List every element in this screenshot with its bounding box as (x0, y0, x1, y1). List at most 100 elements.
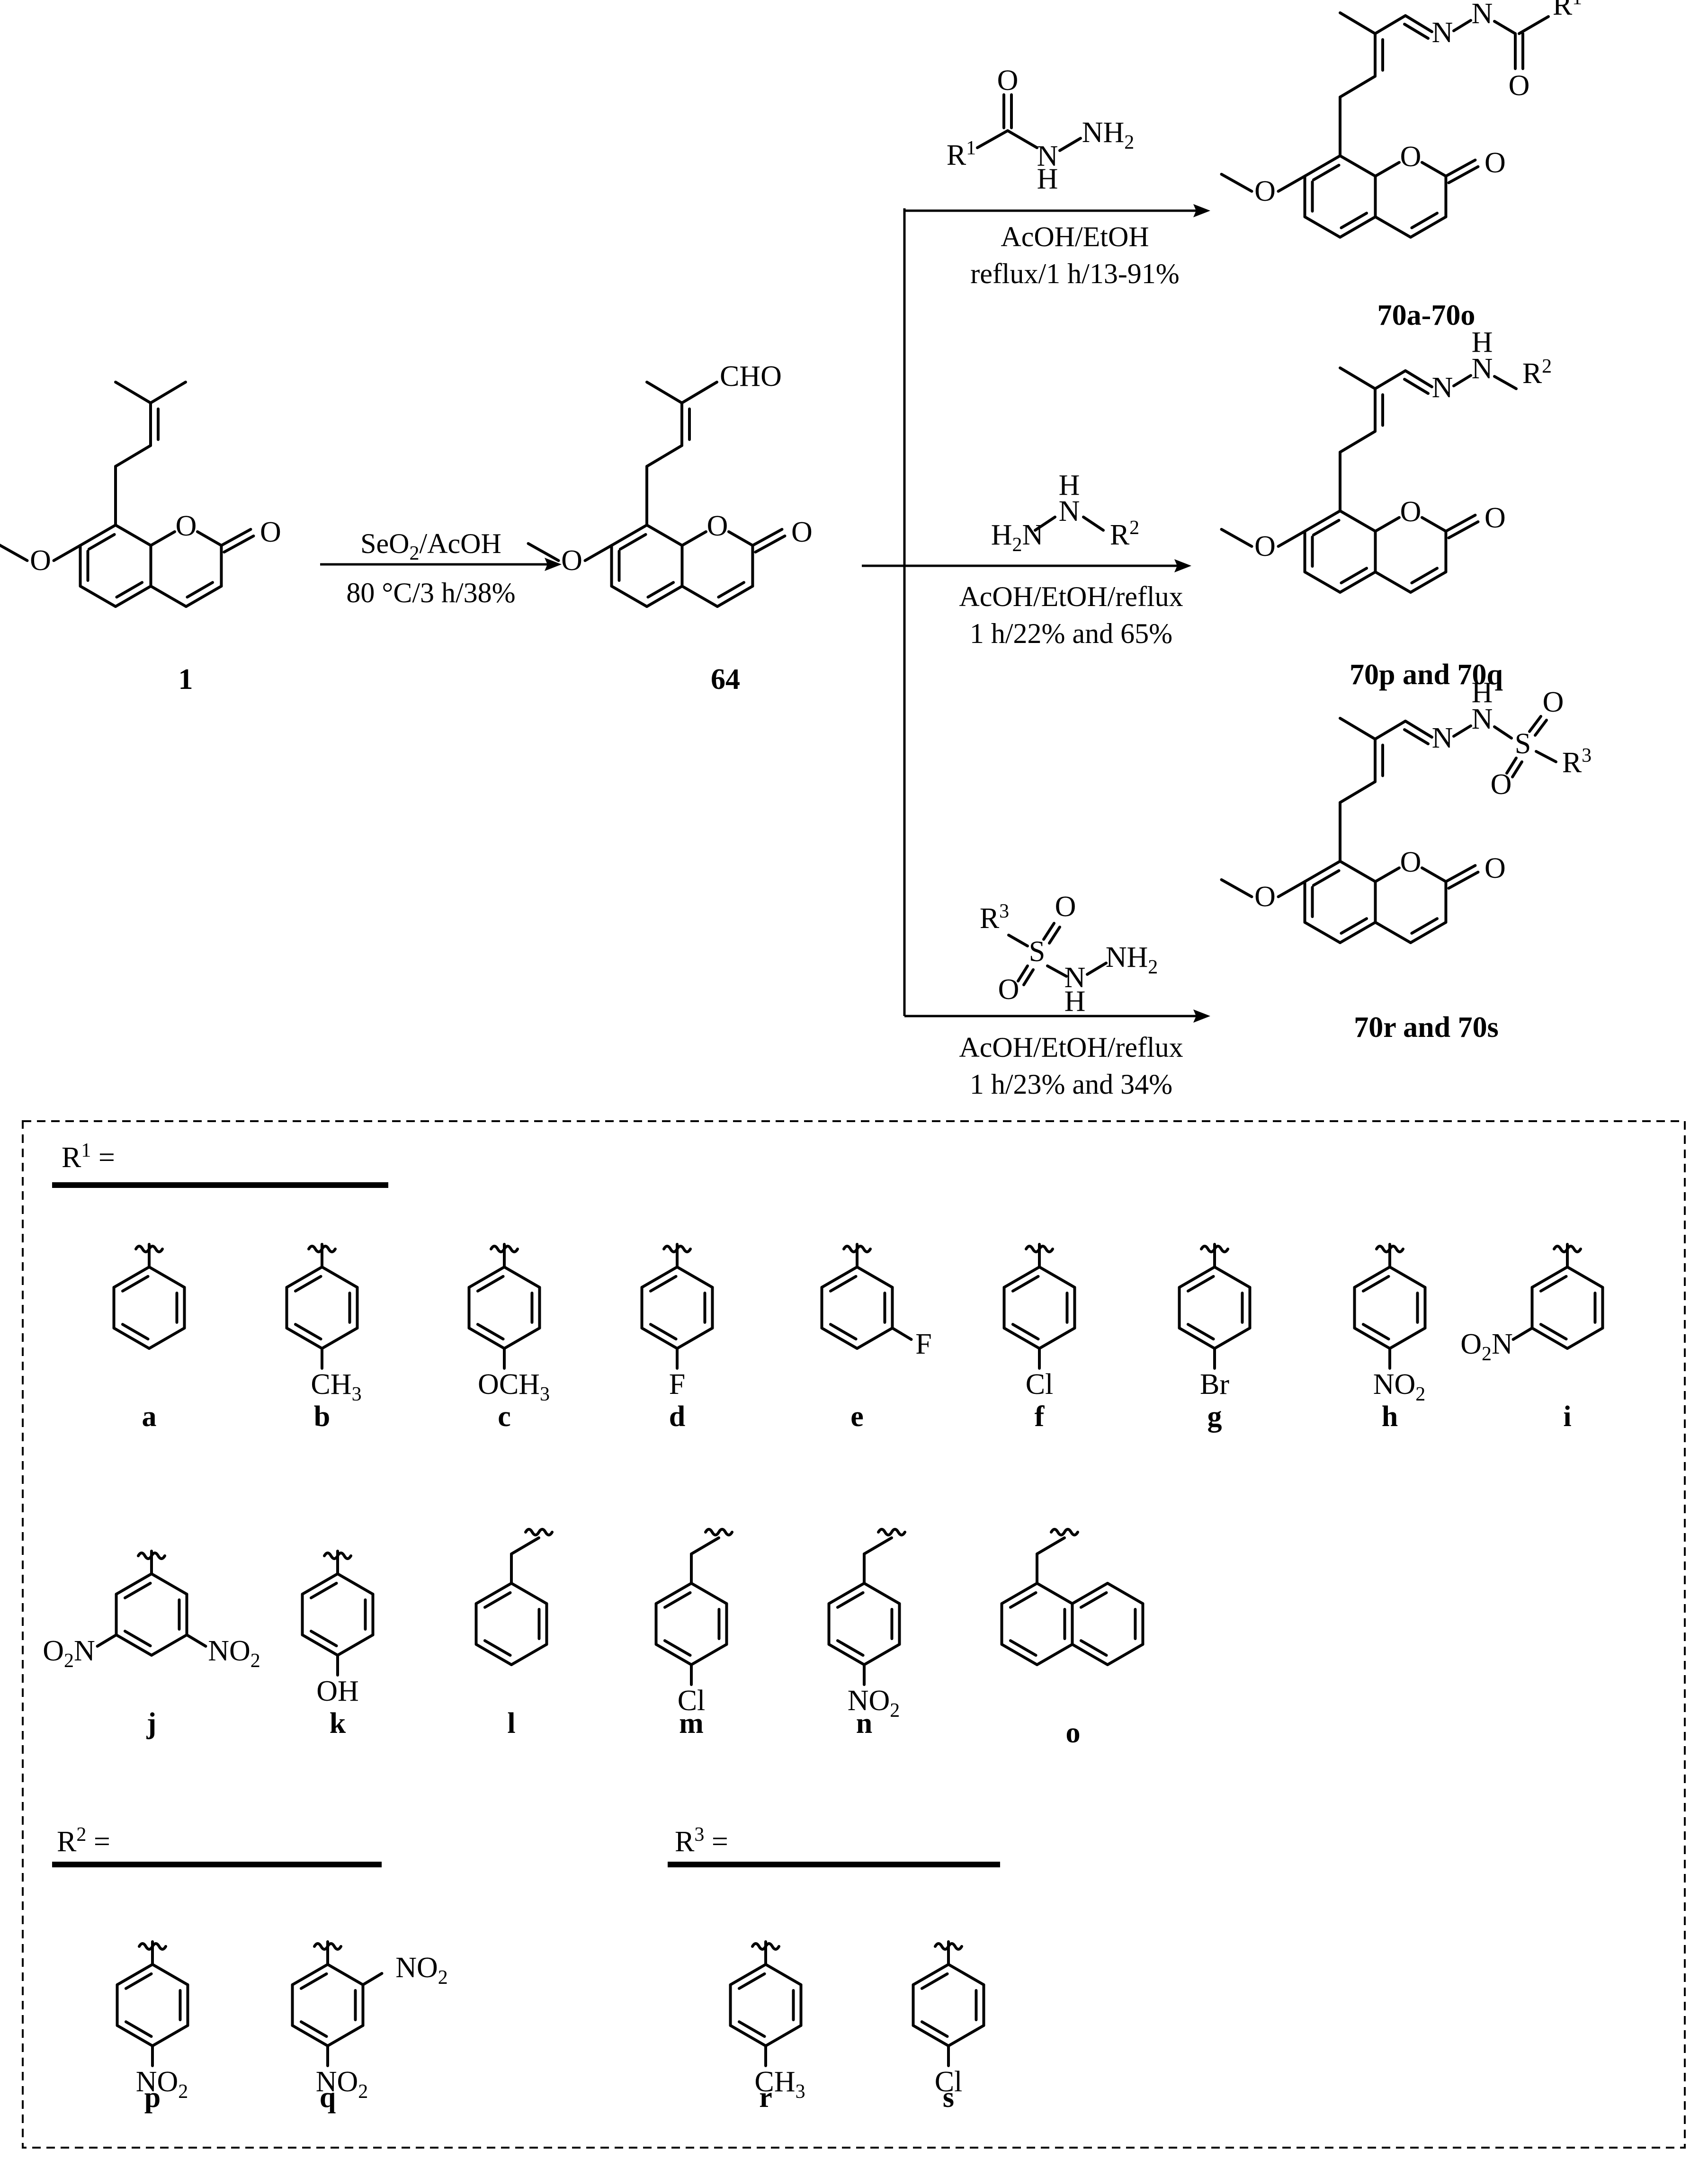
product-70p-bond (1493, 375, 1518, 390)
r1-tile-n-bond-inner (836, 1639, 865, 1657)
text-part: 2 (410, 543, 420, 564)
r1-tile-o-ch2 (1036, 1536, 1066, 1555)
product-70a-70o-cn-bond-inner (1403, 23, 1430, 40)
product-70a-70o-carbonyl (1447, 165, 1480, 184)
text-part: NO (848, 1685, 890, 1717)
text-part: n (856, 1707, 872, 1740)
sulfonyl-o-bottom: O (998, 973, 1019, 1006)
r1-tile-e-bond-inner (829, 1323, 858, 1341)
r1-tile-i-bond (1530, 1266, 1569, 1289)
text-part: O (1254, 881, 1276, 913)
text-part: O (1400, 846, 1422, 878)
r1-tile-d-bond (640, 1266, 679, 1289)
r1-tile-g-bond (1178, 1327, 1216, 1350)
compound-64-bond-inner (717, 581, 746, 599)
product-70a-70o-bond-inner (1340, 212, 1368, 230)
r1-tile-o-ring2-bond (1106, 1582, 1145, 1605)
text-part: N (74, 1635, 95, 1667)
r1-tile-e-wavy (842, 1245, 872, 1253)
r1-tile-c-bond-inner (476, 1323, 505, 1341)
product-70r-70s-bond-inner (1410, 917, 1439, 935)
r1-tile-j-sub-right: NO2 (208, 1635, 260, 1672)
r2-tile-q-label: q (320, 2081, 336, 2114)
step1-reagent: SeO2/AcOH (360, 528, 501, 564)
product-70a-70o-methyl (1339, 11, 1377, 35)
text-part: 3 (694, 1824, 704, 1846)
r1-tile-f-bond (1002, 1327, 1041, 1350)
r3-tile-r-bond (729, 1963, 767, 1986)
text-part: 2 (1012, 534, 1022, 556)
product-70p-70q-methoxy-bond (1277, 530, 1306, 548)
text-part: 2 (178, 2081, 188, 2103)
compound-64-carbonyl (754, 535, 787, 553)
r1-tile-g-wavy (1200, 1245, 1229, 1253)
r1-tile-m-ch2 (690, 1536, 720, 1555)
product-70p-70q-amide-h: H (1472, 326, 1493, 358)
r2-tile-q-bond (291, 2024, 329, 2047)
r1-tile-e-bond (856, 1327, 894, 1350)
r1-tile-k-wavy (323, 1552, 352, 1560)
text-part: AcOH/EtOH/reflux (959, 1032, 1183, 1063)
compound-1-bond (196, 530, 223, 547)
r1-tile-d-bond (640, 1327, 679, 1350)
product-70p-70q-methoxy-oxygen: O (1254, 530, 1276, 562)
r3-tile-r-bond-inner (737, 2020, 766, 2038)
r1-tile-l-bond (510, 1643, 548, 1666)
text-part: O (30, 544, 51, 577)
r1-tile-m-label: m (679, 1707, 704, 1740)
r1-tile-o-ring1-bond (1000, 1643, 1038, 1666)
r1-tile-g-bond-inner (1186, 1323, 1215, 1341)
product-70r-r3: R3 (1562, 745, 1592, 779)
r1-tile-a-bond (112, 1266, 151, 1289)
acyl-oxygen: O (997, 64, 1019, 97)
product-70p-70q-bond (1339, 571, 1377, 594)
r1-tile-f-bond (1038, 1327, 1076, 1350)
product-70a-70o-cn-bond (1374, 14, 1407, 35)
r1-tile-j-bond-inner (123, 1581, 152, 1599)
product-70p-70q-chain (1339, 430, 1377, 454)
text-part: = (704, 1826, 728, 1858)
text-part: CH (754, 2066, 795, 2098)
text-part: R (1522, 357, 1542, 390)
compound-1-methyl-bond (0, 544, 29, 562)
hydrazine-n: N (1059, 495, 1080, 527)
r1-tile-c-bond (503, 1327, 541, 1350)
product-70a-r1: R1 (1553, 0, 1582, 21)
route2-cond-line1: AcOH/EtOH/reflux (959, 581, 1183, 612)
text-part: CHO (720, 360, 782, 393)
text-part: 70a-70o (1377, 299, 1475, 331)
text-part: O (1484, 852, 1506, 884)
text-part: reflux/1 h/13-91% (970, 258, 1180, 289)
r1-tile-c-bond (467, 1266, 506, 1289)
text-part: NO (1373, 1368, 1416, 1401)
product-70r-70s-chain (1339, 780, 1377, 804)
compound-64-methoxy-oxygen: O (561, 544, 582, 577)
r1-tile-j-wavy (137, 1552, 166, 1560)
text-part: 3 (999, 901, 1009, 922)
text-part: H (1472, 677, 1493, 709)
acyl-r-bond (976, 129, 1009, 149)
text-part: O (707, 510, 728, 542)
product-70r-70s-bond (1339, 921, 1377, 944)
r1-tile-b-wavy (307, 1245, 337, 1253)
acyl-nh: H (1037, 163, 1058, 195)
compound-1-methyl (149, 381, 187, 404)
product-70r-70s-bond (1303, 860, 1341, 883)
r1-tile-a-bond-inner (121, 1275, 150, 1293)
product-70a-70o-bond (1409, 215, 1448, 239)
r1-tile-k-bond (301, 1633, 339, 1657)
r2-tile-p-bond (116, 2024, 154, 2047)
product-70a-70o-methoxy-oxygen: O (1254, 175, 1276, 207)
r1-tile-i-wavy (1553, 1245, 1582, 1253)
r1-tile-g-label: g (1207, 1401, 1222, 1433)
text-part: 2 (1124, 132, 1134, 153)
r1-tile-i-sub-bond (1511, 1327, 1534, 1341)
text-part: s (943, 2081, 954, 2114)
text-part: OCH (478, 1368, 540, 1401)
r1-tile-n-label: n (856, 1707, 872, 1740)
product-70a-70o-chain (1339, 75, 1377, 98)
r1-tile-h-bond-inner (1361, 1275, 1390, 1293)
product-70a-70o-label: 70a-70o (1377, 299, 1475, 331)
product-70a-70o-bond (1374, 215, 1412, 239)
text-part: OH (316, 1675, 359, 1707)
